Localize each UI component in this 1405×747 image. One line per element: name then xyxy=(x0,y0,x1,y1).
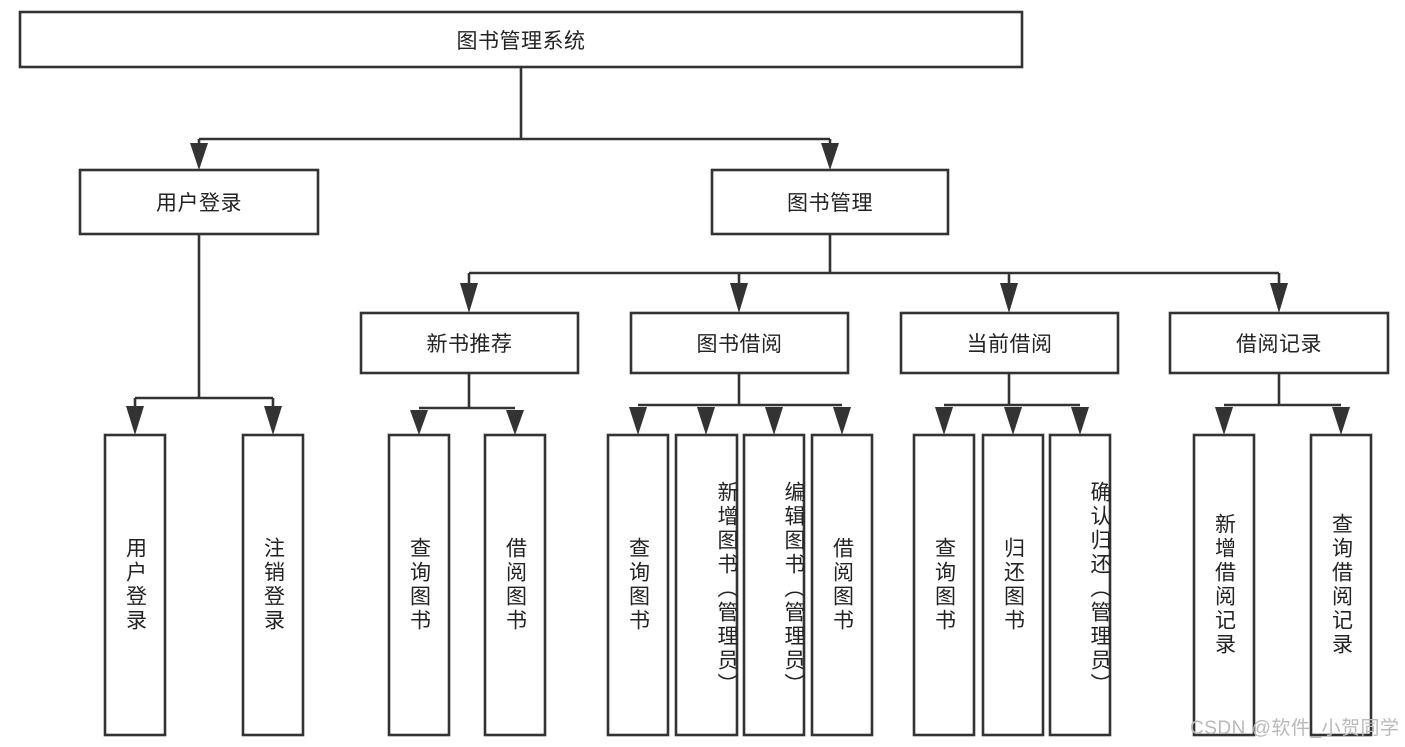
node-box-root[interactable] xyxy=(18,10,1024,69)
node-box-leaf-user-logout[interactable] xyxy=(241,433,305,737)
connector-group-book-management xyxy=(460,234,1288,313)
node-box-leaf-borrow-book-1[interactable] xyxy=(483,433,547,737)
node-box-user-login[interactable] xyxy=(78,168,320,236)
connector-group-current-borrow xyxy=(935,373,1089,435)
connector-group-user-login xyxy=(126,234,282,435)
node-box-leaf-return-book[interactable] xyxy=(981,433,1045,737)
arrow-head-book-borrow xyxy=(730,283,748,313)
arrow-head-book-management xyxy=(821,143,839,170)
arrow-head-leaf-add-book xyxy=(697,407,715,435)
node-box-leaf-confirm-return[interactable] xyxy=(1048,433,1112,737)
arrow-head-leaf-query-book-2 xyxy=(629,407,647,435)
node-box-leaf-add-book[interactable] xyxy=(674,433,739,737)
connector-group-root xyxy=(190,67,839,170)
node-box-book-management[interactable] xyxy=(710,168,950,236)
arrow-head-leaf-add-record xyxy=(1215,407,1233,435)
node-box-current-borrow[interactable] xyxy=(899,311,1120,375)
arrow-head-new-book-recommend xyxy=(460,283,478,313)
arrow-head-current-borrow xyxy=(1000,283,1018,313)
connector-group-new-book-recommend xyxy=(410,373,524,435)
arrow-head-leaf-query-book-1 xyxy=(410,410,428,435)
node-box-leaf-query-book-2[interactable] xyxy=(606,433,670,737)
node-box-borrow-record[interactable] xyxy=(1168,311,1390,375)
node-box-book-borrow[interactable] xyxy=(629,311,850,375)
node-box-leaf-add-record[interactable] xyxy=(1192,433,1256,737)
arrow-head-user-login xyxy=(190,143,208,170)
arrow-head-leaf-borrow-book-2 xyxy=(833,407,851,435)
arrow-head-leaf-edit-book xyxy=(765,407,783,435)
connector-group-borrow-record xyxy=(1215,373,1350,435)
node-box-leaf-edit-book[interactable] xyxy=(742,433,806,737)
node-box-leaf-query-book-3[interactable] xyxy=(912,433,976,737)
csdn-watermark: CSDN @软件_小贺同学 xyxy=(1190,718,1400,739)
node-box-leaf-user-login[interactable] xyxy=(103,433,167,737)
connector-group-book-borrow xyxy=(629,373,851,435)
arrow-head-leaf-borrow-book-1 xyxy=(506,410,524,435)
arrow-head-leaf-confirm-return xyxy=(1071,407,1089,435)
node-box-leaf-query-book-1[interactable] xyxy=(387,433,451,737)
arrow-head-leaf-query-book-3 xyxy=(935,407,953,435)
arrow-head-leaf-return-book xyxy=(1004,407,1022,435)
arrow-head-leaf-query-record xyxy=(1332,407,1350,435)
node-box-leaf-borrow-book-2[interactable] xyxy=(810,433,874,737)
arrow-head-leaf-user-login xyxy=(126,406,144,435)
node-box-leaf-query-record[interactable] xyxy=(1309,433,1373,737)
node-box-new-book-recommend[interactable] xyxy=(359,311,580,375)
arrow-head-borrow-record xyxy=(1270,283,1288,313)
arrow-head-leaf-user-logout xyxy=(264,406,282,435)
